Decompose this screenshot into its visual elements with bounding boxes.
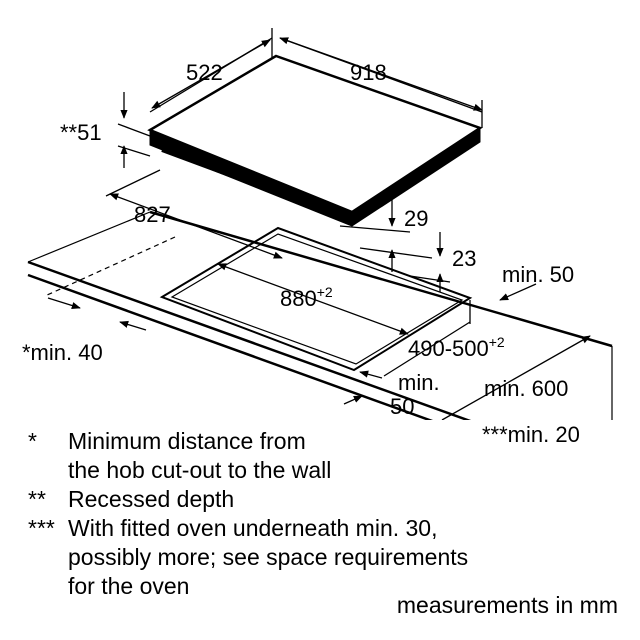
units-note: measurements in mm [396, 592, 618, 618]
dimension-labels: 522 918 **51 827 29 23 min. 50 880+2 490… [22, 60, 574, 419]
label-cutout-width: 827 [134, 202, 171, 227]
installation-diagram: 522 918 **51 827 29 23 min. 50 880+2 490… [22, 28, 613, 420]
footnote-line: With fitted oven underneath min. 30, [68, 515, 438, 541]
label-min-front-value: 50 [390, 394, 414, 419]
label-min-below: ***min. 20 [482, 422, 580, 447]
footnotes: * Minimum distance from the hob cut-out … [28, 427, 628, 601]
footnote-line: possibly more; see space requirements [68, 544, 469, 570]
label-cutout-depth: 490-500+2 [408, 334, 505, 361]
min-below-label-layer: ***min. 20 [482, 422, 580, 447]
label-min-back: min. 50 [502, 262, 574, 287]
label-frame-height: 23 [452, 246, 476, 271]
label-min-wall: *min. 40 [22, 340, 103, 365]
footnote-line: Recessed depth [68, 486, 235, 512]
footnote-mark: *** [28, 515, 55, 541]
label-hob-width: 918 [350, 60, 387, 85]
label-min-worktop: min. 600 [484, 376, 568, 401]
label-recessed-depth: **51 [60, 120, 102, 145]
label-hob-thickness: 29 [404, 206, 428, 231]
footnote-mark: * [28, 428, 37, 454]
label-cutout-length: 880+2 [280, 284, 333, 311]
footnote-recessed-depth: ** Recessed depth [28, 485, 628, 514]
footnote-line: Minimum distance from [68, 428, 306, 454]
footnote-line: the hob cut-out to the wall [68, 457, 332, 483]
label-hob-depth: 522 [186, 60, 223, 85]
label-min-front: min. [398, 370, 440, 395]
footnote-line: for the oven [68, 573, 190, 599]
footnote-oven: *** With fitted oven underneath min. 30,… [28, 514, 628, 601]
footnote-mark: ** [28, 486, 46, 512]
dimension-lines [47, 28, 591, 420]
footnote-wall-distance: * Minimum distance from the hob cut-out … [28, 427, 628, 485]
